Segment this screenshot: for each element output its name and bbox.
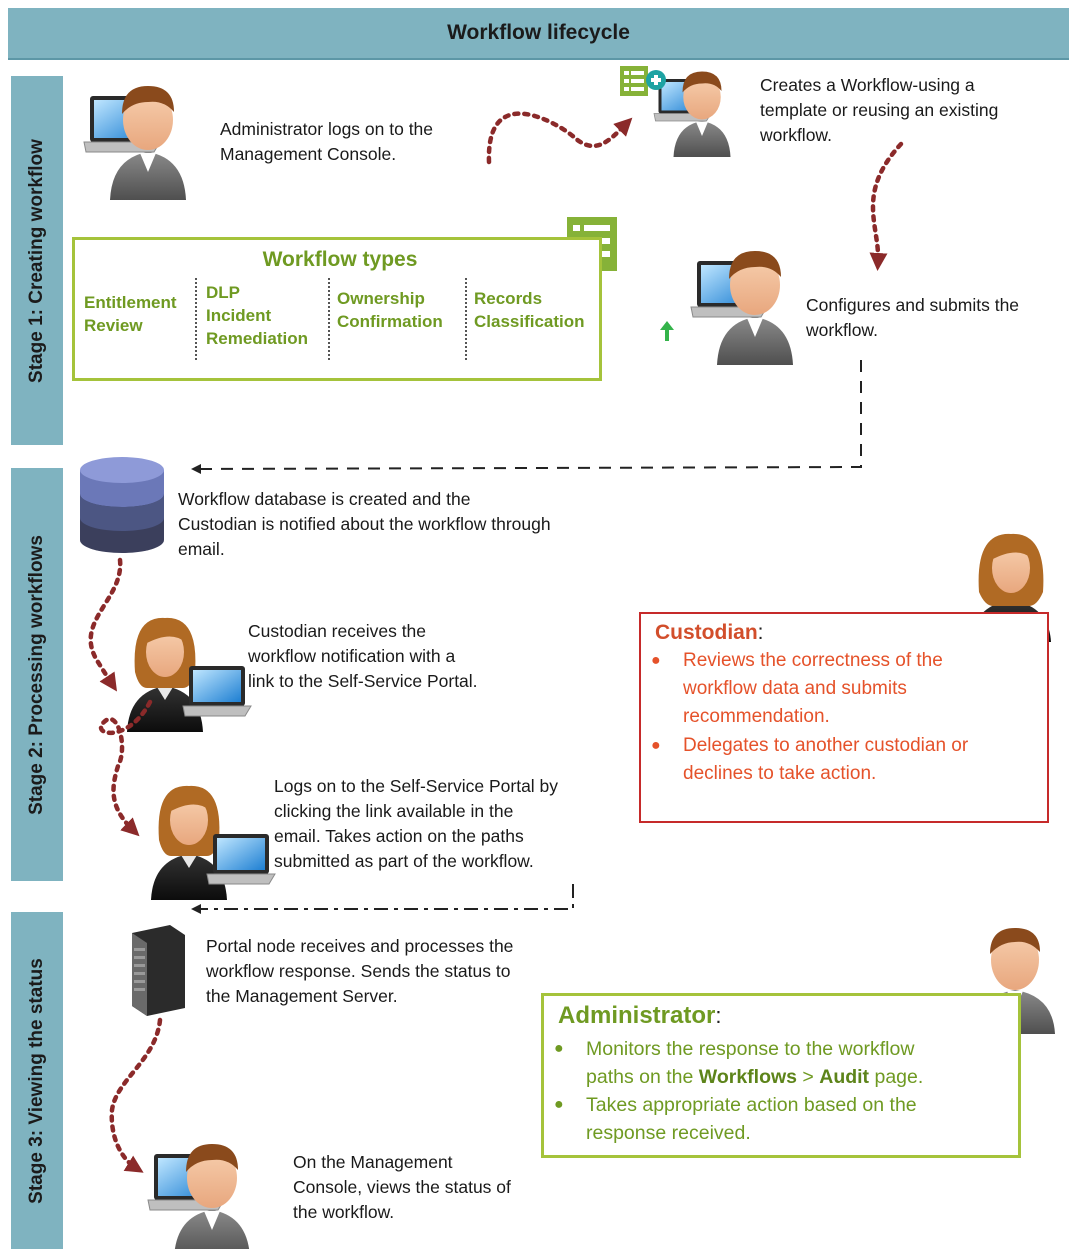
stage-3-band: Stage 3: Viewing the status (11, 912, 63, 1249)
bullet: ● (554, 1096, 564, 1113)
up-arrow-icon (660, 321, 674, 341)
database-icon (80, 457, 164, 553)
custodian-heading: Custodian: (655, 621, 764, 644)
custodian-laptop-icon (150, 785, 276, 901)
stage-1-band: Stage 1: Creating workflow (11, 76, 63, 445)
bullet: ● (651, 652, 661, 669)
custodian-responsibilities-box: Custodian: ● Reviews the correctness of … (639, 612, 1049, 823)
bullet: ● (554, 1040, 564, 1057)
stage-2-band: Stage 2: Processing workflows (11, 468, 63, 881)
administrator-bullet-monitor: Monitors the response to the workflow pa… (586, 1038, 924, 1088)
administrator-responsibilities-box: Administrator: ● Monitors the response t… (541, 993, 1021, 1158)
submit-connectors (191, 360, 862, 914)
custodian-laptop-icon (126, 617, 252, 733)
administrator-laptop-icon (690, 250, 794, 366)
divider (465, 278, 467, 360)
administrator-laptop-icon (147, 1143, 251, 1249)
administrator-heading: Administrator: (558, 1002, 722, 1029)
diagram-title: Workflow lifecycle (8, 8, 1069, 60)
server-icon (132, 925, 185, 1016)
bullet: ● (651, 737, 661, 754)
divider (328, 278, 330, 360)
divider (195, 278, 197, 360)
flow-connectors (88, 111, 904, 1173)
administrator-laptop-icon (653, 71, 731, 158)
workflow-types-title: Workflow types (262, 248, 418, 271)
administrator-laptop-icon (83, 85, 187, 201)
add-workflow-icon (620, 66, 666, 96)
